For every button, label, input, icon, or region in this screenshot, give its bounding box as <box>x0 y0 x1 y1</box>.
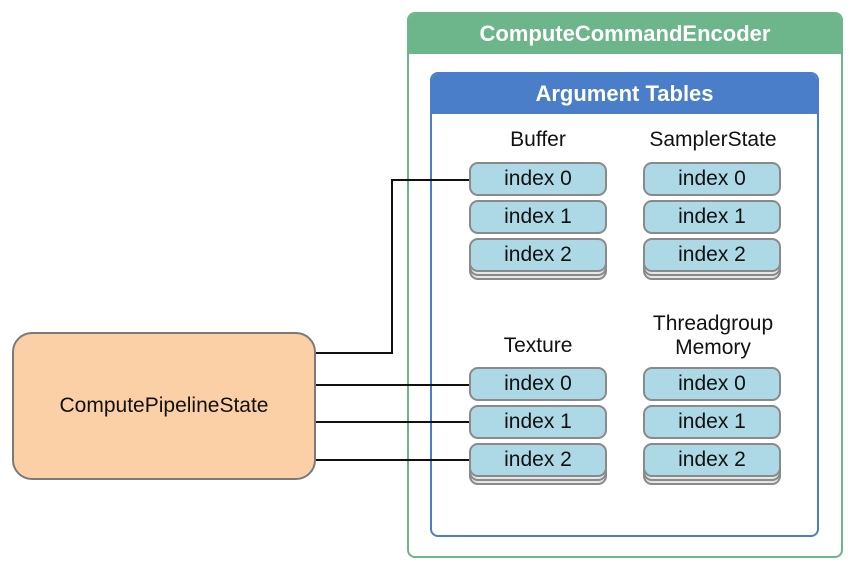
threadgroup-index-2: index 2 <box>643 443 781 477</box>
threadgroup-memory-label: Threadgroup Memory <box>630 312 796 360</box>
texture-index-1: index 1 <box>469 405 607 439</box>
texture-index-2: index 2 <box>469 443 607 477</box>
threadgroup-label-line2: Memory <box>675 336 751 359</box>
texture-label: Texture <box>503 334 573 357</box>
threadgroup-index-1: index 1 <box>643 405 781 439</box>
threadgroup-index-0: index 0 <box>643 367 781 401</box>
sampler-index-2: index 2 <box>643 238 781 272</box>
buffer-label: Buffer <box>510 128 566 151</box>
buffer-slot-stack: index 0 index 1 index 2 <box>469 162 609 290</box>
buffer-index-0: index 0 <box>469 162 607 196</box>
sampler-index-1: index 1 <box>643 200 781 234</box>
buffer-index-1: index 1 <box>469 200 607 234</box>
sampler-state-label: SamplerState <box>649 128 777 151</box>
sampler-index-0: index 0 <box>643 162 781 196</box>
buffer-index-2: index 2 <box>469 238 607 272</box>
texture-slot-stack: index 0 index 1 index 2 <box>469 367 609 495</box>
pipeline-label: ComputePipelineState <box>59 394 269 417</box>
encoder-title: ComputeCommandEncoder <box>409 14 841 54</box>
sampler-state-slot-stack: index 0 index 1 index 2 <box>643 162 783 290</box>
threadgroup-label-line1: Threadgroup <box>652 312 774 335</box>
texture-index-0: index 0 <box>469 367 607 401</box>
argument-tables-title: Argument Tables <box>432 74 817 114</box>
threadgroup-memory-slot-stack: index 0 index 1 index 2 <box>643 367 783 495</box>
compute-pipeline-state-box: ComputePipelineState <box>12 332 316 480</box>
